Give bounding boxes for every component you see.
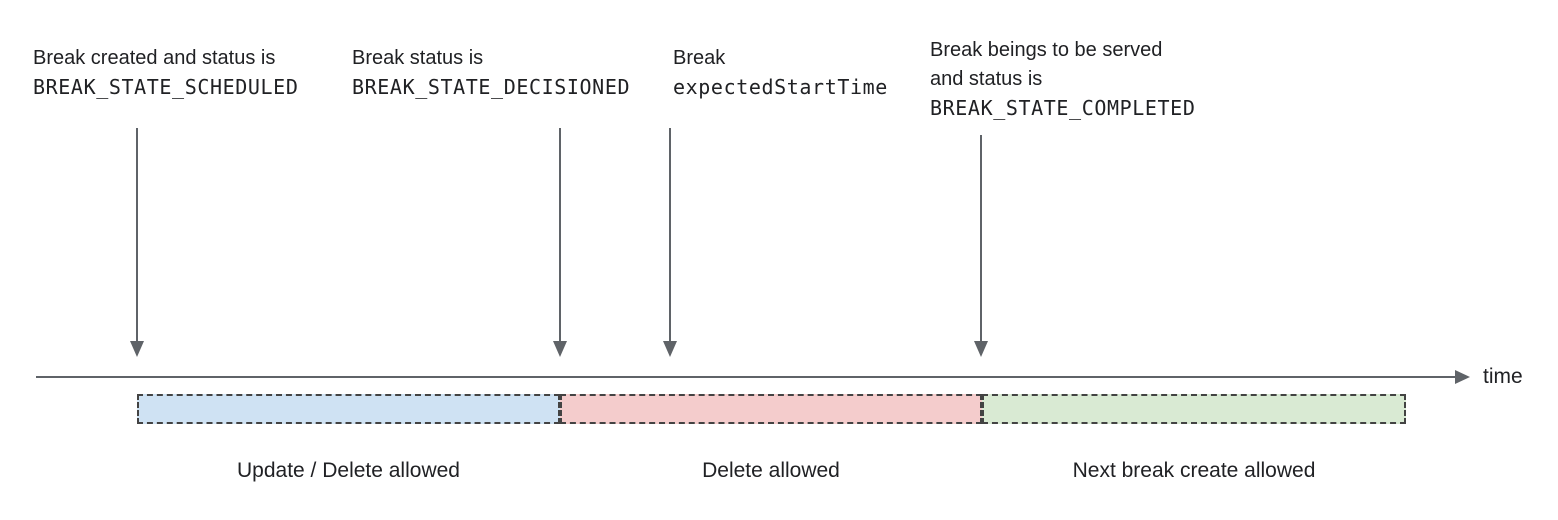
segment-label-next-break: Next break create allowed <box>1072 459 1316 482</box>
down-arrow-completed <box>974 135 988 357</box>
down-arrow-decisioned <box>553 128 567 357</box>
annotation-code-line: expectedStartTime <box>673 75 888 99</box>
annotation-code-line: BREAK_STATE_COMPLETED <box>930 96 1196 120</box>
annotation-decisioned: Break status is BREAK_STATE_DECISIONED <box>352 44 630 102</box>
segment-label-update-delete: Update / Delete allowed <box>237 459 460 482</box>
annotation-code-line: BREAK_STATE_DECISIONED <box>352 75 631 99</box>
arrowhead-down-icon <box>130 341 144 357</box>
annotation-text-line: Break created and status is <box>33 47 276 69</box>
annotation-completed: Break beings to be served and status is … <box>930 36 1195 123</box>
annotation-text-line: Break status is <box>352 47 484 69</box>
down-arrow-expected-start-time <box>663 128 677 357</box>
annotation-text-line: Break <box>673 47 726 69</box>
segment-delete-allowed <box>560 394 982 424</box>
annotation-text-line: and status is <box>930 68 1043 90</box>
segment-update-delete-allowed <box>137 394 560 424</box>
segment-next-break-create-allowed <box>982 394 1406 424</box>
time-axis-label: time <box>1483 365 1523 388</box>
annotation-scheduled: Break created and status is BREAK_STATE_… <box>33 44 298 102</box>
arrowhead-down-icon <box>663 341 677 357</box>
annotation-expected-start-time: Break expectedStartTime <box>673 44 888 102</box>
arrowhead-down-icon <box>553 341 567 357</box>
timeline-axis <box>36 376 1456 378</box>
down-arrow-scheduled <box>130 128 144 357</box>
annotation-text-line: Break beings to be served <box>930 39 1163 61</box>
annotation-code-line: BREAK_STATE_SCHEDULED <box>33 75 299 99</box>
arrowhead-right-icon <box>1455 370 1470 384</box>
arrowhead-down-icon <box>974 341 988 357</box>
segment-label-delete: Delete allowed <box>702 459 840 482</box>
